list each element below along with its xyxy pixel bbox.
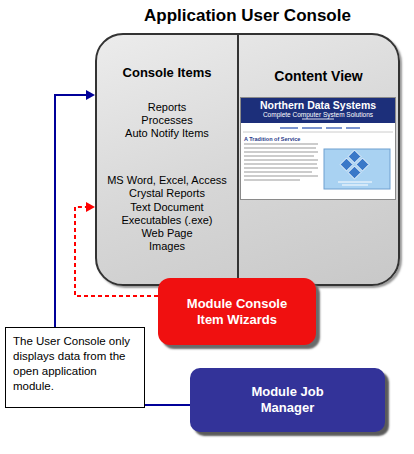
arrow-head [86,202,95,212]
console-title: Application User Console [97,6,398,26]
box-label: Module Console Item Wizards [181,296,293,328]
item-text: Images [97,240,237,253]
box-label: Module Job Manager [242,384,334,416]
item-text: Text Document [97,201,237,214]
item-text: Processes [97,114,237,127]
panel-heading: Content View [239,67,398,85]
website-screenshot [240,97,396,200]
item-text: Reports [97,101,237,114]
item-text: Auto Notify Items [97,127,237,140]
note-text: The User Console only displays data from… [13,334,137,394]
note-box: The User Console only displays data from… [5,327,145,408]
item-text: Crystal Reports [97,187,237,200]
wizard-box: Module Console Item Wizards [158,278,316,345]
arrow-head [86,90,95,100]
item-text: Executables (.exe) [97,214,237,227]
item-text: Web Page [97,227,237,240]
item-text: MS Word, Excel, Access [97,174,237,187]
console-items-panel: Console ItemsReportsProcessesAuto Notify… [97,35,237,284]
panel-heading: Console Items [97,65,237,81]
job-manager-box: Module Job Manager [190,368,385,432]
